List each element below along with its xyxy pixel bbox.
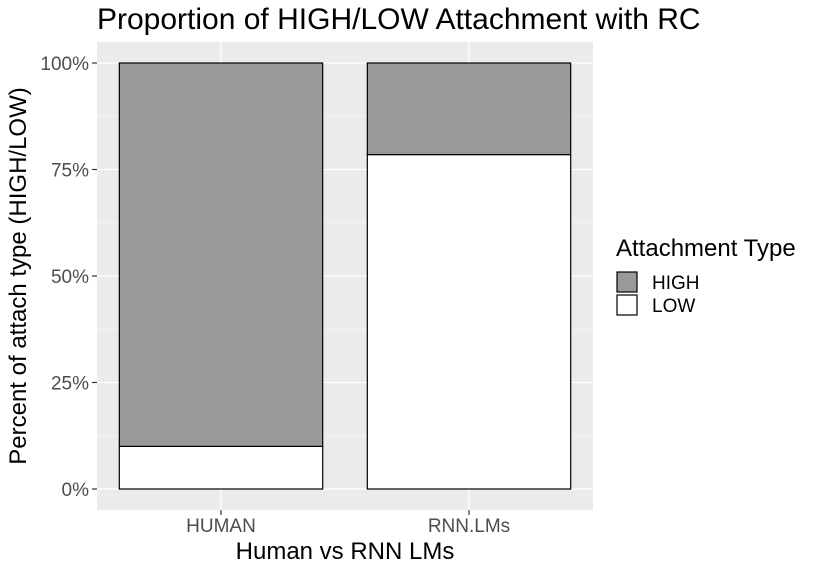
x-axis: HUMAN RNN.LMs (186, 510, 510, 537)
y-axis-title: Percent of attach type (HIGH/LOW) (5, 87, 32, 464)
y-tick-label: 50% (51, 267, 89, 288)
y-tick-label: 0% (62, 480, 90, 501)
legend-key-low (616, 294, 638, 316)
legend-label-high: HIGH (652, 273, 700, 294)
chart-title: Proportion of HIGH/LOW Attachment with R… (97, 3, 701, 36)
legend-key-high (616, 271, 638, 293)
x-tick-label: RNN.LMs (428, 516, 510, 537)
legend-label-low: LOW (652, 296, 695, 317)
bar-high-rnn-lms (366, 62, 572, 156)
x-tick-label: HUMAN (186, 516, 256, 537)
legend-title: Attachment Type (616, 235, 796, 262)
y-tick-label: 25% (51, 374, 89, 395)
bar-high-human (118, 62, 324, 447)
bar-low-human (118, 445, 324, 490)
y-tick-label: 100% (40, 54, 89, 75)
y-tick-label: 75% (51, 161, 89, 182)
bar-low-rnn-lms (366, 153, 572, 490)
bars (118, 62, 572, 490)
y-axis: 0% 25% 50% 75% 100% (40, 54, 97, 501)
x-axis-title: Human vs RNN LMs (236, 538, 455, 565)
